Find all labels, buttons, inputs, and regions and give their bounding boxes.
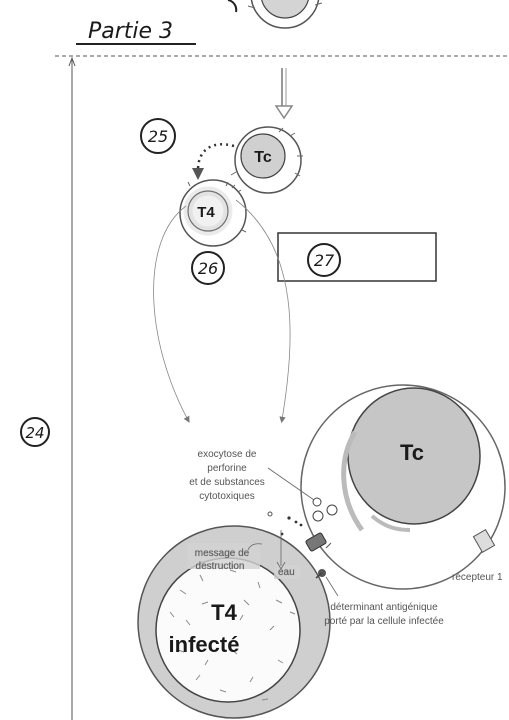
water-label: eau — [274, 530, 300, 579]
t4-cell-small: T4 — [179, 179, 247, 247]
svg-text:porté par la cellule infectée: porté par la cellule infectée — [324, 616, 444, 627]
determinant-label: déterminant antigénique porté par la cel… — [324, 602, 444, 627]
tc-cell-top: Tc — [247, 0, 323, 29]
svg-text:destruction: destruction — [196, 561, 245, 572]
svg-text:et de substances: et de substances — [189, 477, 265, 488]
svg-text:27: 27 — [314, 251, 335, 270]
perforin-channel — [305, 532, 332, 552]
message-destruction-label: message de destruction — [188, 543, 260, 572]
t4-small-label: T4 — [197, 204, 215, 221]
vesicles — [267, 497, 338, 536]
receptor-label: récepteur 1 — [452, 572, 503, 583]
t4-infected-label: T4 — [211, 600, 237, 625]
svg-text:cytotoxiques: cytotoxiques — [199, 491, 255, 502]
svg-text:25: 25 — [148, 127, 168, 146]
svg-text:26: 26 — [198, 259, 218, 278]
infected-label: infecté — [169, 632, 240, 657]
section-title: Partie 3 — [88, 19, 173, 44]
viral-particles — [169, 569, 296, 701]
tc-small-label: Tc — [254, 149, 272, 166]
dotted-curve-arrow — [196, 143, 235, 171]
number-24: 24 — [20, 417, 50, 447]
number-25: 25 — [140, 118, 176, 154]
curve-arrow-right — [235, 199, 291, 424]
curve-arrow-left — [153, 205, 190, 423]
svg-text:24: 24 — [25, 424, 44, 442]
tc-cell-large: Tc — [300, 384, 506, 590]
svg-text:déterminant antigénique: déterminant antigénique — [330, 602, 438, 613]
svg-text:message de: message de — [195, 548, 250, 559]
svg-text:perforine: perforine — [207, 463, 247, 474]
tc-cell-small: Tc — [230, 126, 303, 194]
down-arrow — [274, 68, 294, 120]
tc-large-label: Tc — [400, 440, 424, 465]
receptor-1: récepteur 1 — [452, 529, 503, 583]
answer-box-27[interactable] — [277, 232, 437, 282]
svg-text:exocytose de: exocytose de — [198, 449, 257, 460]
svg-text:eau: eau — [278, 567, 295, 578]
number-circle-top-partial — [227, 0, 238, 13]
exocytose-label: exocytose de perforine et de substances … — [189, 449, 265, 502]
number-27: 27 — [307, 243, 341, 277]
tc-top-label: Tc — [278, 0, 292, 3]
number-26: 26 — [191, 251, 225, 285]
antigenic-determinant — [315, 569, 339, 597]
